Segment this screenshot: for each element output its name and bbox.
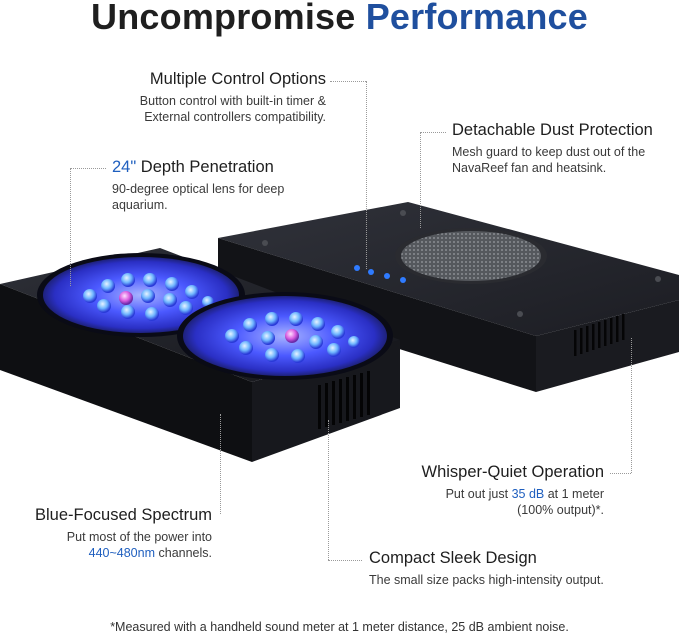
led-cluster-right: [177, 292, 393, 380]
feature-depth-line1: 90-degree optical lens for deep: [112, 182, 285, 196]
feature-depth-heading: 24" Depth Penetration: [112, 158, 332, 177]
feature-depth-value: 24": [112, 158, 137, 176]
back-light-unit: [218, 202, 679, 392]
feature-spectrum-line2-post: channels.: [155, 546, 212, 560]
leader-line-spectrum-vertical: [220, 414, 221, 514]
leader-line-depth: [70, 168, 106, 169]
feature-quiet: Whisper-Quiet Operation Put out just 35 …: [392, 463, 605, 518]
feature-depth: 24" Depth Penetration 90-degree optical …: [112, 158, 332, 213]
footnote: *Measured with a handheld sound meter at…: [110, 620, 569, 634]
feature-control-heading: Multiple Control Options: [149, 70, 326, 88]
leader-line-control: [330, 81, 366, 82]
title-accent: Performance: [365, 0, 588, 37]
feature-spectrum-line2: 440~480nm channels.: [4, 545, 212, 561]
feature-spectrum-heading: Blue-Focused Spectrum: [35, 506, 212, 524]
feature-dust-heading: Detachable Dust Protection: [452, 121, 653, 139]
leader-line-dust: [420, 132, 446, 133]
feature-design: Compact Sleek Design The small size pack…: [369, 549, 669, 588]
feature-control-line2: External controllers compatibility.: [144, 110, 326, 124]
feature-dust-line1: Mesh guard to keep dust out of the: [452, 145, 646, 159]
feature-control: Multiple Control Options Button control …: [100, 70, 326, 125]
feature-quiet-value: 35 dB: [511, 487, 545, 501]
feature-quiet-line1: Put out just 35 dB at 1 meter: [392, 486, 604, 502]
feature-spectrum-line1: Put most of the power into: [66, 530, 212, 544]
leader-line-depth-vertical: [70, 168, 71, 286]
feature-spectrum-value: 440~480nm: [88, 546, 156, 560]
leader-line-quiet-vertical: [631, 338, 632, 473]
control-buttons: [354, 265, 406, 283]
feature-spectrum: Blue-Focused Spectrum Put most of the po…: [4, 506, 212, 561]
feature-quiet-heading: Whisper-Quiet Operation: [421, 463, 605, 481]
feature-dust-line2: NavaReef fan and heatsink.: [452, 161, 607, 175]
leader-line-design-vertical: [328, 420, 329, 560]
leader-line-quiet: [610, 473, 631, 474]
feature-quiet-line2: (100% output)*.: [517, 503, 604, 517]
feature-depth-heading-rest: Depth Penetration: [136, 158, 274, 176]
title-lead: Uncompromise: [91, 0, 356, 37]
feature-control-line1: Button control with built-in timer &: [139, 94, 326, 108]
leader-line-dust-vertical: [420, 132, 421, 228]
front-light-unit: [0, 248, 400, 462]
leader-line-design: [328, 560, 362, 561]
feature-design-heading: Compact Sleek Design: [369, 549, 537, 567]
leader-line-control-vertical: [366, 81, 367, 269]
feature-depth-line2: aquarium.: [112, 198, 168, 212]
feature-quiet-line1-pre: Put out just: [445, 487, 512, 501]
feature-dust: Detachable Dust Protection Mesh guard to…: [452, 121, 672, 176]
page-title: Uncompromise Performance: [0, 0, 679, 38]
feature-design-line1: The small size packs high-intensity outp…: [369, 573, 604, 587]
feature-quiet-line1-post: at 1 meter: [544, 487, 604, 501]
